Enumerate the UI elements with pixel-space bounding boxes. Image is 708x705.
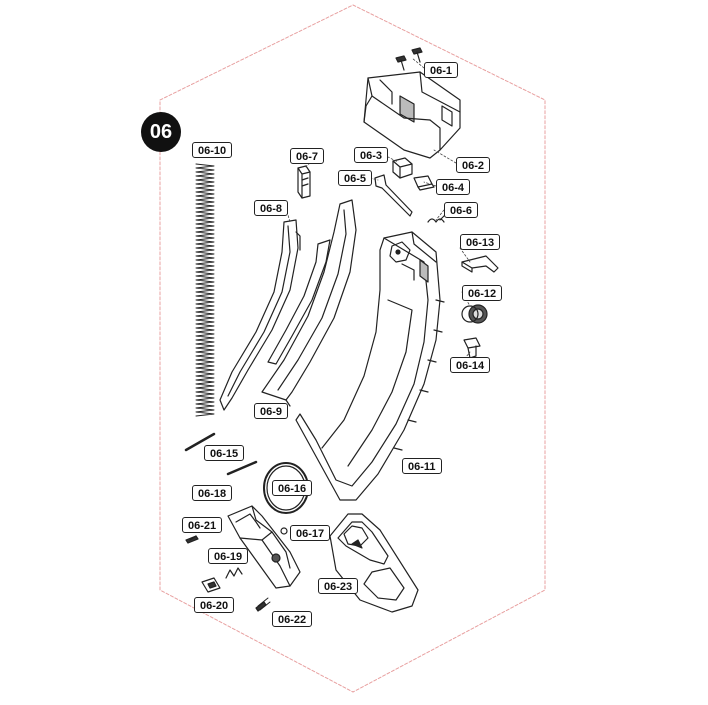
part-06-10-spring — [195, 163, 215, 417]
part-06-2-top-housing — [363, 71, 461, 159]
label-06-19: 06-19 — [208, 548, 249, 564]
label-06-17: 06-17 — [290, 525, 331, 541]
label-06-4: 06-4 — [436, 179, 471, 195]
part-06-3-follower-block — [392, 157, 413, 179]
section-badge: 06 — [141, 112, 181, 152]
part-06-5-latch — [374, 174, 413, 217]
part-06-22-screw — [255, 597, 271, 612]
spring-coil — [195, 163, 215, 417]
label-06-20: 06-20 — [194, 597, 235, 613]
label-06-12: 06-12 — [462, 285, 503, 301]
label-06-21: 06-21 — [182, 517, 223, 533]
label-06-7: 06-7 — [290, 148, 325, 164]
label-06-3: 06-3 — [354, 147, 389, 163]
label-06-8: 06-8 — [254, 200, 289, 216]
part-06-18-base-insert — [227, 505, 301, 589]
part-06-1-screws — [395, 47, 423, 71]
label-06-6: 06-6 — [444, 202, 479, 218]
label-06-16: 06-16 — [272, 480, 313, 496]
part-06-13-cover-plate — [461, 255, 499, 273]
part-06-17-ring — [280, 527, 288, 535]
part-06-19-spring — [225, 567, 243, 579]
label-06-1: 06-1 — [424, 62, 459, 78]
part-06-12-wheel — [461, 304, 488, 324]
part-06-23-baseplate — [329, 513, 419, 613]
label-06-18: 06-18 — [192, 485, 233, 501]
part-06-4-feed-lip — [413, 175, 435, 191]
label-06-22: 06-22 — [272, 611, 313, 627]
part-06-8-inner-left — [219, 219, 301, 411]
label-06-11: 06-11 — [402, 458, 442, 474]
label-06-15: 06-15 — [204, 445, 245, 461]
part-06-15-pins — [184, 432, 258, 476]
part-06-20-catch — [201, 577, 221, 593]
part-06-21-screw — [185, 535, 199, 544]
label-06-14: 06-14 — [450, 357, 491, 373]
label-06-9: 06-9 — [254, 403, 289, 419]
hexagon-frame — [159, 4, 546, 693]
label-06-5: 06-5 — [338, 170, 373, 186]
label-06-13: 06-13 — [460, 234, 501, 250]
part-06-9-inner-right — [261, 199, 357, 407]
part-06-7-catch-tab — [297, 165, 311, 199]
label-06-10: 06-10 — [192, 142, 233, 158]
part-06-11-outer-shell — [295, 231, 445, 501]
part-06-14-axle — [463, 337, 481, 359]
label-06-23: 06-23 — [318, 578, 359, 594]
label-06-2: 06-2 — [456, 157, 491, 173]
